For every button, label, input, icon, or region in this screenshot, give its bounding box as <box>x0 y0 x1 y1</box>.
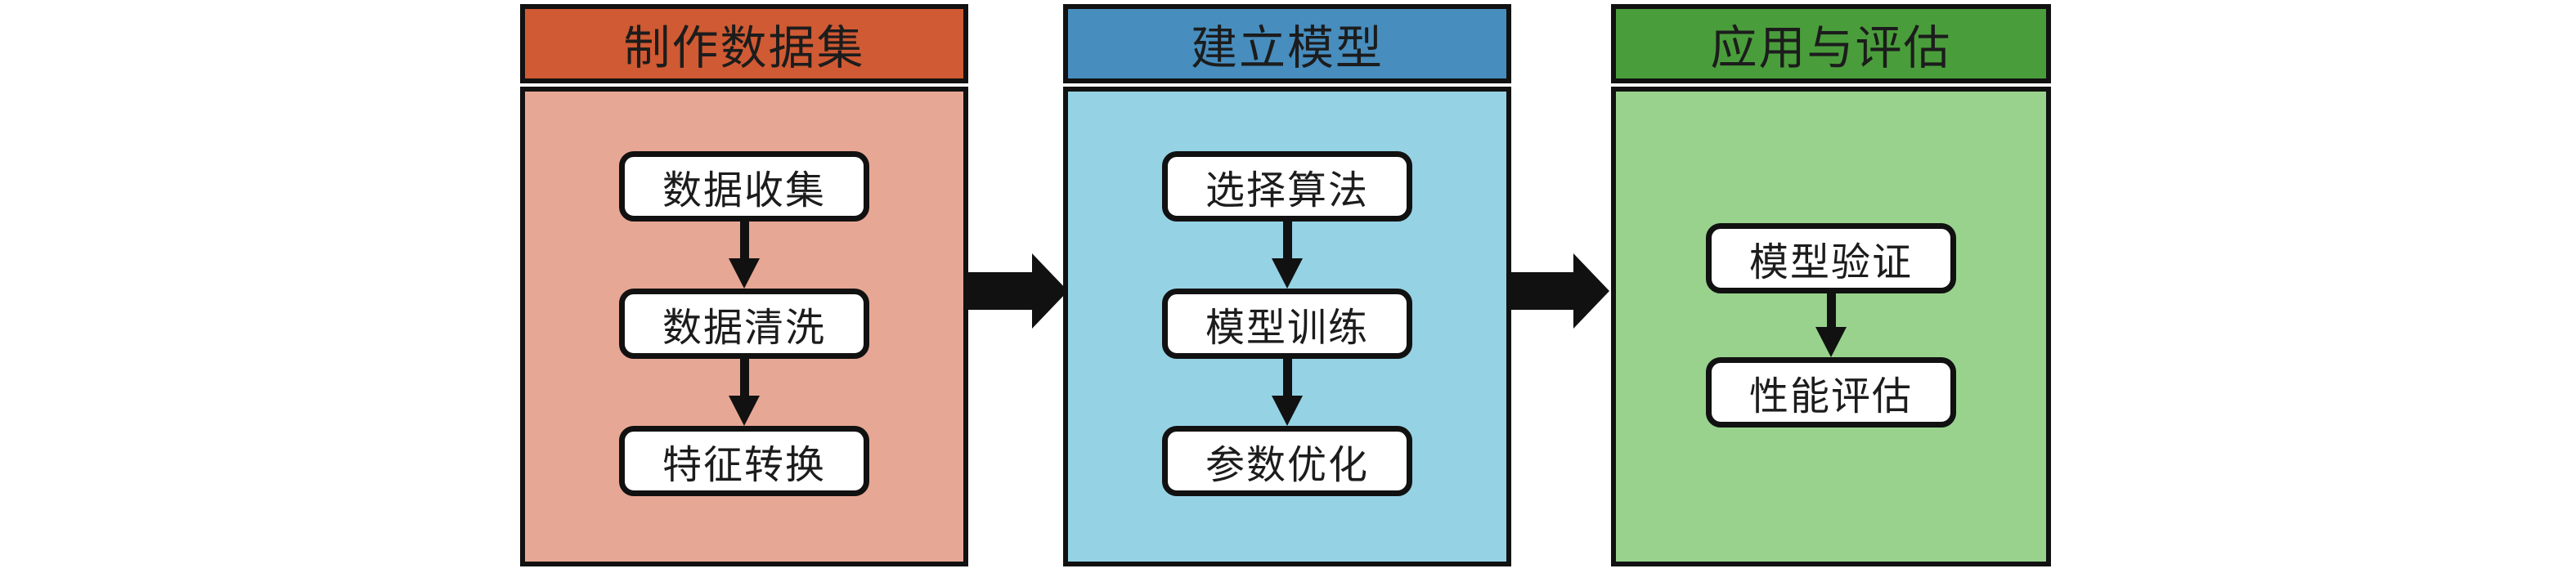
step-select-algorithm-label: 选择算法 <box>1205 168 1369 213</box>
arrow-down-icon <box>729 222 760 289</box>
arrow-down-icon <box>1272 222 1303 289</box>
arrow-down-icon <box>1815 293 1847 357</box>
panel-model-header: 建立模型 <box>1063 4 1511 83</box>
step-parameter-optimization: 参数优化 <box>1162 426 1412 496</box>
step-data-cleaning-label: 数据清洗 <box>662 305 826 351</box>
step-model-validation-label: 模型验证 <box>1748 239 1913 285</box>
step-select-algorithm: 选择算法 <box>1162 151 1412 222</box>
panel-eval-title: 应用与评估 <box>1710 20 1952 75</box>
arrow-right-icon <box>968 253 1070 329</box>
panel-model-title: 建立模型 <box>1191 20 1384 75</box>
step-model-validation: 模型验证 <box>1706 223 1956 293</box>
step-performance-evaluation: 性能评估 <box>1706 357 1956 428</box>
arrow-down-icon <box>1272 359 1303 426</box>
step-feature-transform: 特征转换 <box>619 426 869 496</box>
step-parameter-optimization-label: 参数优化 <box>1205 442 1369 488</box>
step-model-training: 模型训练 <box>1162 289 1412 359</box>
step-performance-evaluation-label: 性能评估 <box>1748 374 1913 419</box>
arrow-down-icon <box>729 359 760 426</box>
step-data-collection-label: 数据收集 <box>662 168 826 213</box>
step-feature-transform-label: 特征转换 <box>662 442 826 488</box>
panel-model: 建立模型 选择算法 模型训练 参数优化 <box>1063 4 1511 566</box>
step-model-training-label: 模型训练 <box>1205 305 1369 351</box>
panel-dataset: 制作数据集 数据收集 数据清洗 特征转换 <box>520 4 968 566</box>
panel-dataset-title: 制作数据集 <box>623 20 865 75</box>
arrow-right-icon <box>1510 253 1611 329</box>
panel-dataset-header: 制作数据集 <box>520 4 968 83</box>
step-data-cleaning: 数据清洗 <box>619 289 869 359</box>
panel-eval-header: 应用与评估 <box>1611 4 2051 83</box>
step-data-collection: 数据收集 <box>619 151 869 222</box>
panel-eval: 应用与评估 模型验证 性能评估 <box>1611 4 2051 566</box>
